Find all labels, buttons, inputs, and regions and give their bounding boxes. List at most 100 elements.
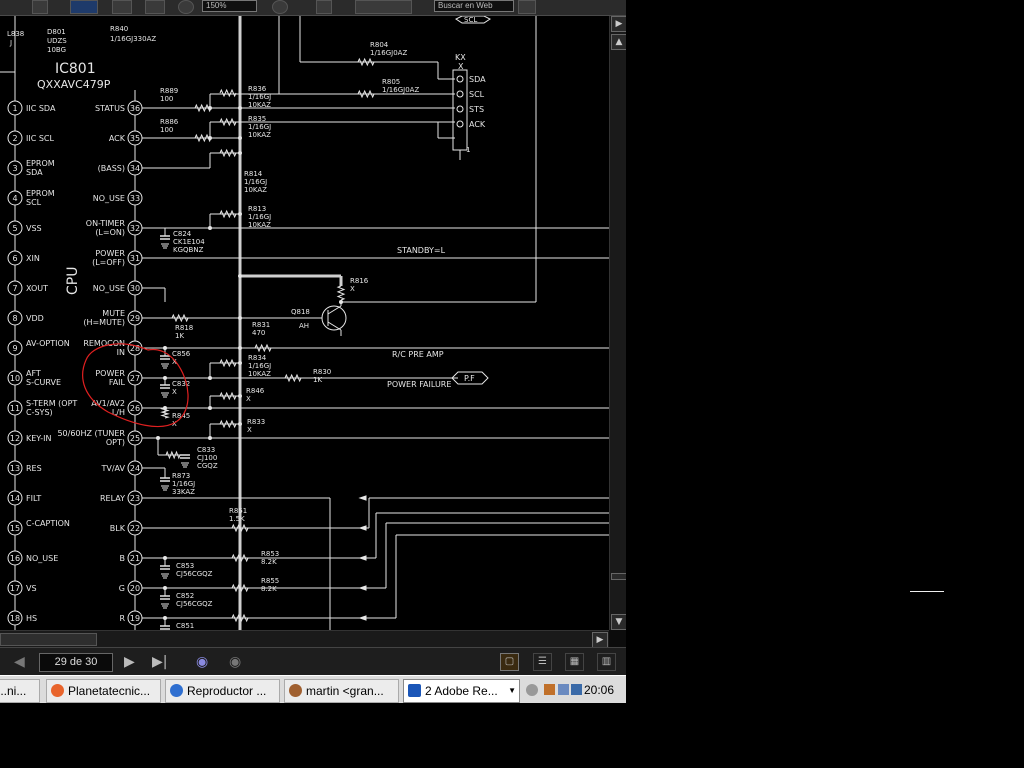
component-label: Q818 <box>291 308 310 316</box>
part-label: R840 <box>110 25 128 33</box>
ic-left-pin-label: HS <box>26 614 37 623</box>
search-icon[interactable] <box>518 0 536 14</box>
ic-right-pin-label: (L=OFF) <box>92 258 125 267</box>
resistor-symbol <box>219 209 237 219</box>
ic-right-pin <box>127 460 143 476</box>
taskbar-item-0[interactable]: ...ni... <box>0 679 40 703</box>
scroll-thumb[interactable] <box>611 573 626 580</box>
ic-left-pin <box>7 490 23 506</box>
component-label: 1/16GJ <box>244 178 267 186</box>
go-back-icon[interactable]: ◉ <box>196 654 209 670</box>
component-label: X <box>247 426 252 434</box>
scroll-up-arrow-icon[interactable]: ▲ <box>611 34 626 50</box>
horizontal-scrollbar[interactable]: ▶ <box>0 630 609 648</box>
ic-right-pin <box>127 400 143 416</box>
last-page-icon[interactable]: ▶| <box>152 654 168 670</box>
resistor-symbol <box>194 103 212 113</box>
vertical-scrollbar[interactable]: ▶ ▲ ▼ <box>609 16 626 630</box>
volume-icon[interactable] <box>571 684 582 695</box>
ic-left-pin-number: 12 <box>10 434 20 443</box>
task-label: Reproductor ... <box>187 684 267 698</box>
ic-right-pin-number: 22 <box>130 524 140 533</box>
ic-right-pin-label: R <box>119 614 125 623</box>
taskbar-item-mail[interactable]: martin <gran... <box>284 679 399 703</box>
resistor-symbol <box>231 553 249 563</box>
ic-left-pin-label: XOUT <box>26 284 48 293</box>
resistor-symbol <box>357 89 375 99</box>
continuous-facing-view-icon[interactable]: ▥ <box>597 653 616 671</box>
scroll-right-arrow-icon[interactable]: ▶ <box>611 16 626 32</box>
component-label: X <box>172 420 177 428</box>
zoom-field[interactable]: 150% <box>202 0 257 12</box>
taskbar-item-firefox[interactable]: Planetatecnic... <box>46 679 161 703</box>
ic-left-pin-number: 15 <box>10 524 20 533</box>
ic-left-pin <box>7 550 23 566</box>
ic-right-pin-label: NO_USE <box>93 194 125 203</box>
component-label: CJ56CGQZ <box>176 570 213 578</box>
page-icon[interactable] <box>316 0 332 14</box>
network-icon[interactable] <box>558 684 569 695</box>
connector-pin <box>456 120 464 128</box>
hscroll-thumb[interactable] <box>0 633 97 646</box>
junction-dot <box>163 616 167 620</box>
single-page-view-icon[interactable]: ▢ <box>500 653 519 671</box>
ic-right-pin-number: 25 <box>130 434 140 443</box>
junction-dot <box>208 226 212 230</box>
previous-page-icon[interactable]: ◀ <box>14 654 25 670</box>
ic-part-number: QXXAVC479P <box>37 78 111 91</box>
scroll-down-arrow-icon[interactable]: ▼ <box>611 614 626 630</box>
page-number-field[interactable]: 29 de 30 <box>39 653 113 672</box>
ic-name: IC801 <box>55 61 96 77</box>
component-label: KGQBNZ <box>173 246 204 254</box>
ic-left-pin <box>7 610 23 626</box>
expand-tray-icon[interactable] <box>526 684 538 696</box>
component-label: 1K <box>313 376 322 384</box>
print-button[interactable] <box>32 0 48 14</box>
account-button[interactable] <box>355 0 412 14</box>
component-label: R805 <box>382 78 400 86</box>
resistor-symbol <box>194 133 212 143</box>
next-page-icon[interactable]: ▶ <box>124 654 135 670</box>
ic-right-pin-label: ACK <box>109 134 126 143</box>
ic-left-pin-label: KEY-IN <box>26 434 51 443</box>
component-label: 8.2K <box>261 558 277 566</box>
ic-right-pin-label: 50/60HZ (TUNER <box>57 429 125 438</box>
component-label: R855 <box>261 577 279 585</box>
ic-left-pin-label: XIN <box>26 254 40 263</box>
pf-tag-label: P.F <box>464 374 475 383</box>
scroll-right-icon[interactable]: ▶ <box>592 632 608 648</box>
component-label: R818 <box>175 324 193 332</box>
save-button[interactable] <box>112 0 132 14</box>
continuous-view-icon[interactable]: ☰ <box>533 653 552 671</box>
junction-dot <box>238 361 242 365</box>
select-tool-button[interactable] <box>70 0 98 14</box>
web-search-field[interactable]: Buscar en Web <box>434 0 514 12</box>
part-label: L838 <box>7 30 24 38</box>
ic-left-pin <box>7 520 23 536</box>
ic-left-pin <box>7 280 23 296</box>
folder-button[interactable] <box>145 0 165 14</box>
ic-right-pin <box>127 520 143 536</box>
part-label: UDZS <box>47 37 67 45</box>
windows-taskbar: ...ni... Planetatecnic... Reproductor ..… <box>0 675 626 703</box>
ic-right-pin-number: 32 <box>130 224 140 233</box>
go-forward-icon[interactable]: ◉ <box>229 654 242 670</box>
zoom-in-icon[interactable] <box>272 0 288 14</box>
ic-right-pin-label: NO_USE <box>93 284 125 293</box>
connector-pin1-label: 1 <box>466 146 470 154</box>
zoom-out-icon[interactable] <box>178 0 194 14</box>
ic-left-pin-label: EPROM <box>26 189 55 198</box>
ic-right-pin-number: 28 <box>130 344 140 353</box>
taskbar-item-adobe-reader[interactable]: 2 Adobe Re...▼ <box>403 679 520 703</box>
junction-dot <box>208 406 212 410</box>
ic-right-pin-label: BLK <box>110 524 126 533</box>
junction-dot <box>238 274 242 278</box>
ic-right-pin <box>127 160 143 176</box>
ic-left-pin <box>7 250 23 266</box>
cpu-label: CPU <box>65 267 81 295</box>
tray-app-icon[interactable] <box>544 684 555 695</box>
component-label: 1/16GJ <box>248 362 271 370</box>
taskbar-item-media-player[interactable]: Reproductor ... <box>165 679 280 703</box>
facing-view-icon[interactable]: ▦ <box>565 653 584 671</box>
